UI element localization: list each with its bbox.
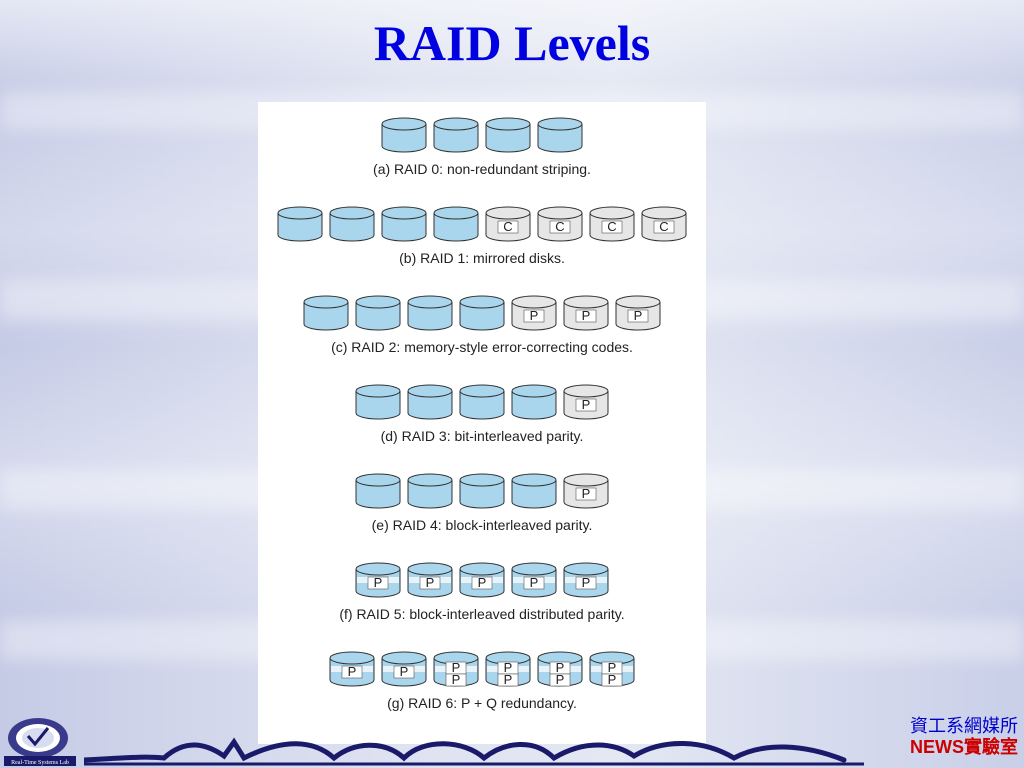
parity-disk: P: [407, 562, 453, 598]
disk-label: P: [400, 664, 409, 679]
parity-disk: P: [511, 562, 557, 598]
parity-disk: PP: [589, 651, 635, 687]
data-disk: [433, 117, 479, 153]
data-disk: [433, 206, 479, 242]
raid-row: P P P (c) RAID 2: memory-style error-correc…: [303, 295, 661, 355]
disk-label: P: [556, 660, 565, 675]
raid-caption: (g) RAID 6: P + Q redundancy.: [387, 695, 577, 711]
parity-disk: PP: [485, 651, 531, 687]
raid-caption: (e) RAID 4: block-interleaved parity.: [372, 517, 593, 533]
data-disk: [381, 117, 427, 153]
data-disk: [355, 473, 401, 509]
department-label: 資工系網媒所 NEWS實驗室: [910, 716, 1018, 758]
disk-label: C: [503, 219, 512, 234]
disk-label: P: [452, 660, 461, 675]
disk-label: P: [582, 486, 591, 501]
disk-label: P: [374, 575, 383, 590]
disk-label: P: [634, 308, 643, 323]
parity-disk: P: [563, 295, 609, 331]
data-disk: [407, 473, 453, 509]
disk-label: P: [582, 308, 591, 323]
data-disk: [459, 473, 505, 509]
parity-disk: P: [615, 295, 661, 331]
data-disk: [485, 117, 531, 153]
mirror-disk: C: [485, 206, 531, 242]
disk-label: P: [478, 575, 487, 590]
disk-label: P: [582, 397, 591, 412]
mirror-disk: C: [537, 206, 583, 242]
parity-disk: P: [381, 651, 427, 687]
parity-disk: P: [563, 473, 609, 509]
mirror-disk: C: [589, 206, 635, 242]
data-disk: [355, 384, 401, 420]
disk-label: P: [608, 660, 617, 675]
raid-caption: (f) RAID 5: block-interleaved distribute…: [339, 606, 624, 622]
disk-label: C: [659, 219, 668, 234]
disk-label: P: [530, 575, 539, 590]
raid-caption: (a) RAID 0: non-redundant striping.: [373, 161, 591, 177]
dept-line-1: 資工系網媒所: [910, 716, 1018, 736]
disk-label: P: [348, 664, 357, 679]
data-disk: [459, 384, 505, 420]
data-disk: [407, 295, 453, 331]
data-disk: [459, 295, 505, 331]
raid-caption: (b) RAID 1: mirrored disks.: [399, 250, 565, 266]
dept-line-2: NEWS實驗室: [910, 737, 1018, 757]
parity-disk: P: [355, 562, 401, 598]
raid-diagram: (a) RAID 0: non-redundant striping. C C C C (…: [277, 117, 687, 711]
disk-label: P: [504, 672, 513, 687]
disk-label: P: [582, 575, 591, 590]
data-disk: [303, 295, 349, 331]
data-disk: [511, 384, 557, 420]
slide-title: RAID Levels: [373, 15, 651, 71]
data-disk: [537, 117, 583, 153]
data-disk: [277, 206, 323, 242]
lab-logo: Real-Time Systems Lab: [4, 718, 76, 766]
raid-row: (a) RAID 0: non-redundant striping.: [373, 117, 591, 177]
disk-label: C: [555, 219, 564, 234]
raid-row: P (e) RAID 4: block-interleaved parity.: [355, 473, 609, 533]
disk-label: P: [530, 308, 539, 323]
mirror-disk: C: [641, 206, 687, 242]
data-disk: [381, 206, 427, 242]
logo-text: Real-Time Systems Lab: [11, 760, 69, 766]
raid-caption: (d) RAID 3: bit-interleaved parity.: [381, 428, 584, 444]
raid-row: P P P P P (f) RAID 5: block-interleaved distr…: [339, 562, 625, 622]
disk-label: P: [504, 660, 513, 675]
footer-decoration: [84, 737, 864, 766]
parity-disk: P: [329, 651, 375, 687]
data-disk: [511, 473, 557, 509]
raid-row: P (d) RAID 3: bit-interleaved parity.: [355, 384, 609, 444]
data-disk: [329, 206, 375, 242]
parity-disk: PP: [537, 651, 583, 687]
disk-label: P: [556, 672, 565, 687]
raid-row: C C C C (b) RAID 1: mirrored disks.: [277, 206, 687, 266]
parity-disk: P: [563, 384, 609, 420]
disk-label: P: [452, 672, 461, 687]
parity-disk: P: [511, 295, 557, 331]
raid-levels-figure: (a) RAID 0: non-redundant striping. C C C C (…: [258, 102, 706, 744]
raid-caption: (c) RAID 2: memory-style error-correctin…: [331, 339, 633, 355]
disk-label: P: [426, 575, 435, 590]
disk-label: P: [608, 672, 617, 687]
parity-disk: P: [459, 562, 505, 598]
parity-disk: PP: [433, 651, 479, 687]
data-disk: [407, 384, 453, 420]
parity-disk: P: [563, 562, 609, 598]
disk-label: C: [607, 219, 616, 234]
data-disk: [355, 295, 401, 331]
